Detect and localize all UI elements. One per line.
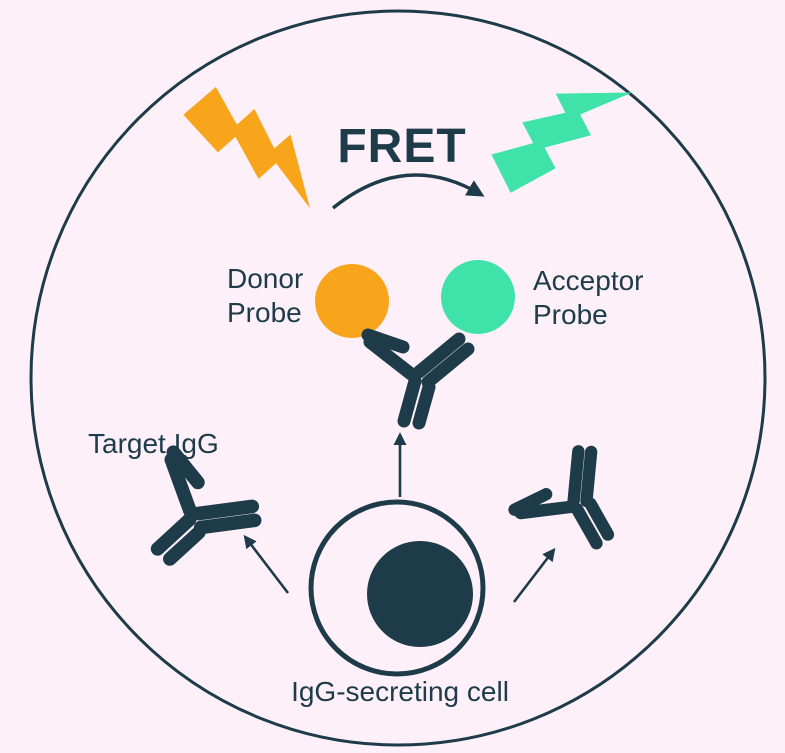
target-igg-antibody-icon — [124, 452, 262, 586]
donor-probe-label-line2: Probe — [227, 297, 302, 328]
acceptor-probe-label-line1: Acceptor — [533, 265, 644, 296]
donor-probe-label-line1: Donor — [227, 263, 303, 294]
target-igg-label: Target IgG — [88, 428, 219, 459]
donor-probe-circle — [315, 264, 389, 338]
cell-with-nucleus-icon — [308, 499, 486, 677]
excitation-lightning-icon — [178, 75, 339, 219]
outer-boundary-circle — [29, 9, 767, 747]
secretion-arrow-right-icon — [512, 547, 556, 603]
fret-title: FRET — [337, 120, 466, 173]
secreted-antibody-icon — [515, 443, 641, 569]
secretion-arrow-left-icon — [243, 534, 290, 594]
acceptor-probe-circle — [441, 260, 515, 334]
energy-transfer-arrow-icon — [331, 173, 485, 210]
probe-bound-antibody-icon — [368, 335, 468, 423]
cell-nucleus — [367, 541, 473, 647]
emission-lightning-icon — [479, 56, 640, 200]
cell-label: IgG-secreting cell — [291, 676, 509, 707]
acceptor-probe-label-line2: Probe — [533, 299, 608, 330]
